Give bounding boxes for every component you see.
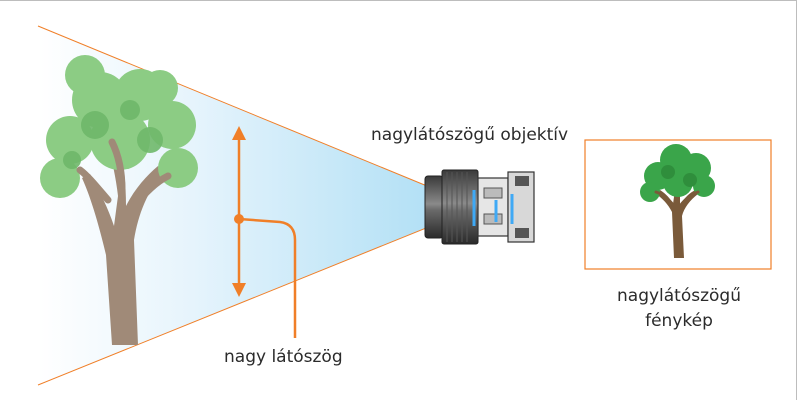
large-tree-foliage-shade (63, 100, 163, 169)
lens-icon (424, 169, 535, 245)
photo-label-line-1: nagylátószögű (617, 286, 741, 306)
large-tree (40, 55, 198, 345)
small-tree-foliage (640, 144, 715, 202)
photo-label: nagylátószögű fénykép (586, 284, 772, 334)
view-cone-top-edge (37, 25, 479, 208)
angle-label: nagy látószög (224, 347, 343, 367)
angle-arrow-down-icon (232, 283, 246, 297)
photo-frame (584, 139, 772, 270)
angle-arrow-up-icon (232, 126, 246, 140)
lens-label: nagylátószögű objektív (371, 125, 569, 145)
small-tree (640, 144, 715, 258)
large-tree-branches (76, 138, 172, 210)
small-tree-foliage-shade (661, 165, 697, 187)
angle-leader-line (238, 217, 297, 338)
view-cone-bottom-edge (37, 206, 479, 386)
small-tree-trunk (656, 190, 698, 258)
angle-indicator (232, 126, 297, 338)
photo-label-line-2: fénykép (645, 311, 713, 331)
